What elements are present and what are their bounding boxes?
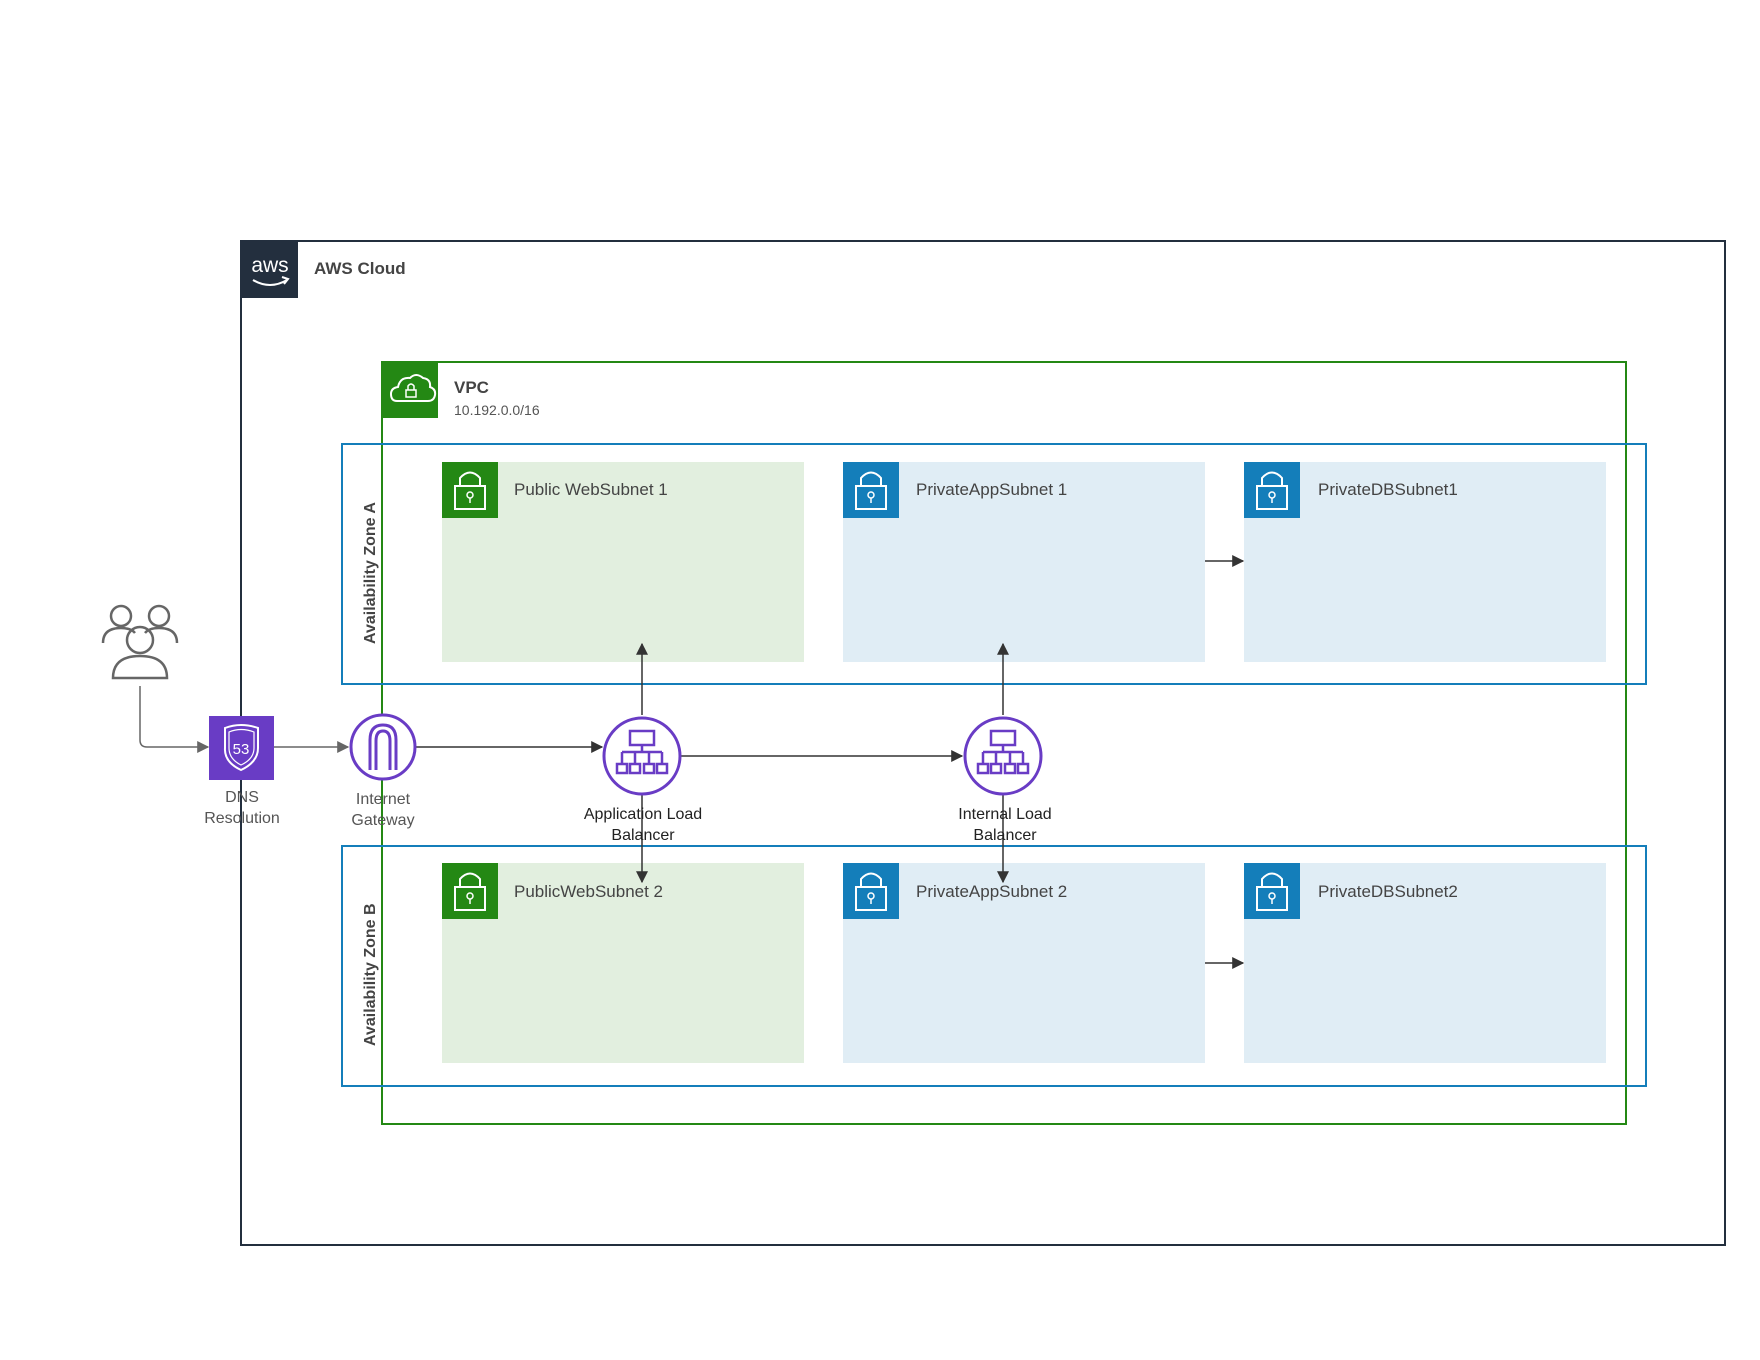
availability-zone-a (341, 443, 1647, 685)
subnet-public-web-2 (442, 863, 804, 1063)
alb-label-line2: Balancer (611, 827, 675, 844)
lock-icon (843, 462, 899, 518)
vpc-cidr: 10.192.0.0/16 (454, 402, 540, 418)
availability-zone-b (341, 845, 1647, 1087)
lock-icon (1244, 462, 1300, 518)
lock-icon (843, 863, 899, 919)
lock-icon (442, 462, 498, 518)
ilb-label-line1: Internal Load (958, 806, 1052, 823)
igw-label: Internet Gateway (351, 789, 414, 831)
subnet-private-app-2-title: PrivateAppSubnet 2 (916, 882, 1068, 901)
lock-icon (442, 863, 498, 919)
users-icon (101, 604, 179, 680)
internet-gateway-icon (349, 713, 417, 781)
application-load-balancer-icon (602, 716, 682, 796)
igw-label-line1: Internet (355, 791, 411, 808)
route53-shield-icon: 53 (209, 716, 274, 780)
availability-zone-a-label: Availability Zone A (362, 502, 379, 644)
subnet-private-db-1-title: PrivateDBSubnet1 (1318, 480, 1458, 499)
alb-label: Application Load Balancer (584, 804, 702, 846)
subnet-private-db-2 (1244, 863, 1606, 1063)
ilb-label-line2: Balancer (973, 827, 1037, 844)
subnet-public-web-1-title: Public WebSubnet 1 (514, 480, 668, 499)
subnet-public-web-2-title: PublicWebSubnet 2 (514, 882, 664, 901)
connectors (139, 555, 1245, 969)
ilb-label: Internal Load Balancer (958, 804, 1051, 846)
internal-load-balancer-icon (963, 716, 1043, 796)
vpc-title: VPC (454, 378, 489, 397)
aws-cloud-title: AWS Cloud (314, 259, 406, 278)
dns-label: DNS Resolution (204, 787, 280, 829)
subnet-private-app-1-title: PrivateAppSubnet 1 (916, 480, 1068, 499)
subnet-private-db-1 (1244, 462, 1606, 662)
aws-logo: aws (241, 241, 298, 298)
subnet-private-db-2-title: PrivateDBSubnet2 (1318, 882, 1458, 901)
availability-zone-b-label: Availability Zone B (362, 903, 379, 1046)
svg-text:53: 53 (233, 741, 250, 758)
subnet-public-web-1 (442, 462, 804, 662)
dns-label-line1: DNS (225, 789, 259, 806)
vpc-cloud-lock-icon (382, 362, 438, 418)
igw-label-line2: Gateway (351, 812, 415, 829)
subnet-private-app-1 (843, 462, 1205, 662)
alb-label-line1: Application Load (583, 806, 703, 823)
connector-users-dns (139, 686, 210, 753)
svg-text:aws: aws (251, 254, 288, 277)
lock-icon (1244, 863, 1300, 919)
subnet-private-app-2 (843, 863, 1205, 1063)
dns-label-line2: Resolution (204, 810, 280, 827)
